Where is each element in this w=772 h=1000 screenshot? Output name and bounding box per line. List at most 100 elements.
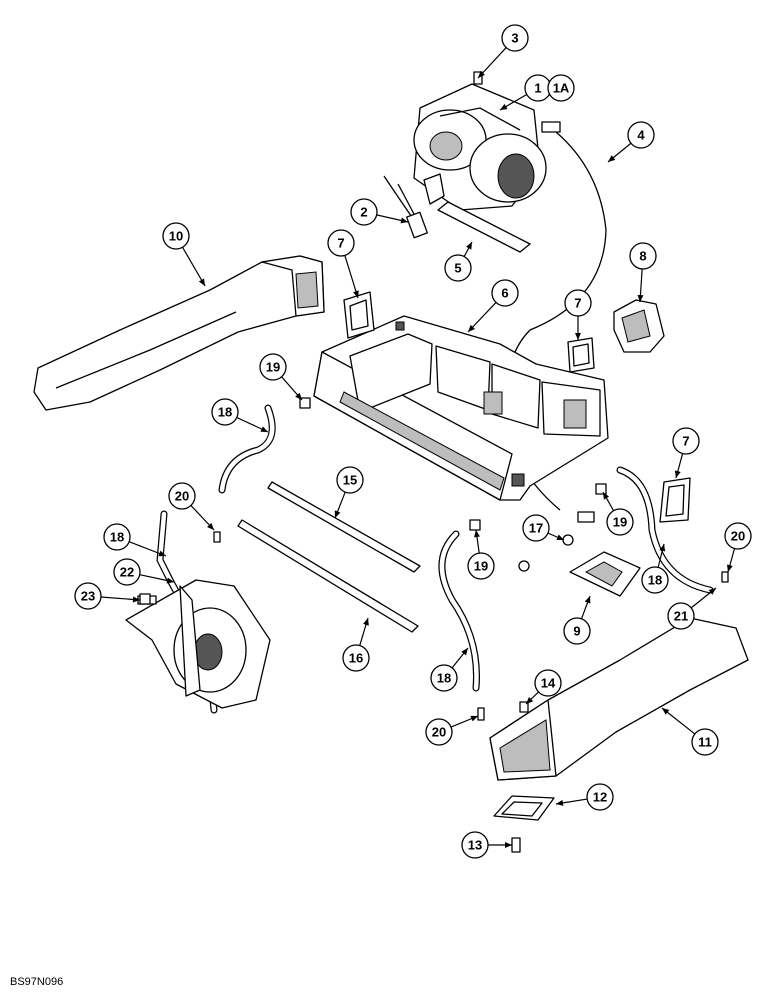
callout-label-c1: 1 — [534, 81, 541, 96]
gasket-right — [659, 477, 691, 523]
leader-arrow-c1 — [500, 103, 508, 110]
callout-label-c18a: 18 — [218, 405, 232, 420]
callout-bubble-c4 — [627, 121, 655, 149]
leader-arrow-c20b — [726, 564, 733, 572]
callout-label-c21: 21 — [674, 609, 688, 624]
leader-arrow-c8 — [637, 294, 644, 302]
callout-label-c16: 16 — [349, 651, 363, 666]
callout-bubble-c20a — [168, 482, 196, 510]
callout-label-c6: 6 — [501, 286, 508, 301]
callout-label-c1a: 1A — [553, 81, 570, 96]
leader-arrow-c6 — [468, 324, 475, 332]
leader-line-c10 — [182, 246, 206, 287]
leader-arrow-c21 — [708, 588, 716, 595]
leader-arrow-c7c — [674, 470, 681, 478]
callout-label-c19a: 19 — [266, 360, 280, 375]
callout-label-c2: 2 — [360, 205, 367, 220]
callout-label-c7b: 7 — [574, 296, 581, 311]
callout-bubble-c22 — [113, 558, 141, 586]
leader-arrow-c11 — [662, 708, 670, 715]
nut-17 — [518, 534, 574, 572]
callout-label-c19c: 19 — [474, 559, 488, 574]
callout-bubble-c9 — [563, 617, 591, 645]
leader-arrow-c18c — [659, 544, 666, 552]
leader-arrow-c18d — [461, 648, 468, 656]
screw-13 — [511, 837, 521, 853]
fitting-center — [469, 519, 481, 531]
callout-label-c18c: 18 — [648, 573, 662, 588]
callout-label-c20a: 20 — [175, 489, 189, 504]
callout-bubble-c13 — [461, 831, 489, 859]
hose-right — [616, 466, 714, 594]
leader-arrow-c20c — [470, 715, 478, 722]
callout-label-c11: 11 — [698, 735, 712, 750]
bolt-23 — [139, 593, 151, 605]
callout-label-c13: 13 — [468, 838, 482, 853]
leader-arrow-c7a — [353, 290, 359, 298]
leader-arrow-c13 — [505, 842, 512, 848]
figure-id: BS97N096 — [10, 976, 64, 988]
leader-arrow-c19a — [295, 392, 302, 400]
callout-bubble-c20c — [425, 718, 453, 746]
callout-bubble-c17 — [522, 514, 550, 542]
resistor-harness — [383, 173, 445, 239]
callout-label-c14: 14 — [541, 676, 556, 691]
outlet-grille — [493, 795, 555, 821]
callout-bubble-c8 — [629, 242, 657, 270]
left-duct — [33, 255, 325, 411]
callout-bubble-c18a — [211, 398, 239, 426]
deflector — [569, 551, 641, 597]
plug-left — [213, 531, 221, 543]
callout-bubble-c12 — [586, 783, 614, 811]
callout-bubble-c10 — [162, 222, 190, 250]
leader-arrow-c10 — [198, 278, 205, 286]
callout-label-c4: 4 — [637, 128, 645, 143]
leader-arrow-c22 — [166, 577, 174, 584]
leader-arrow-c20a — [207, 522, 214, 530]
callout-label-c18b: 18 — [110, 530, 124, 545]
heater-housing — [313, 315, 609, 501]
callout-bubble-c1a — [547, 74, 575, 102]
seal-strip-upper — [267, 481, 421, 573]
callout-bubble-c18c — [641, 566, 669, 594]
gasket-left — [343, 291, 375, 339]
callout-bubble-c19a — [259, 353, 287, 381]
gasket-middle — [567, 337, 595, 373]
leader-arrow-c4 — [608, 155, 616, 162]
callout-label-c20b: 20 — [731, 529, 745, 544]
callout-bubble-c2 — [350, 198, 378, 226]
leader-arrow-c15 — [334, 510, 341, 518]
callout-label-c7c: 7 — [682, 434, 689, 449]
callout-bubble-c18b — [103, 523, 131, 551]
callout-bubble-c15 — [336, 466, 364, 494]
callout-label-c7a: 7 — [337, 236, 344, 251]
leader-arrow-c23 — [132, 596, 140, 603]
leader-arrow-c12 — [556, 799, 564, 806]
callout-label-c9: 9 — [573, 624, 580, 639]
leader-arrow-c18b — [158, 550, 166, 557]
callout-label-c15: 15 — [343, 473, 357, 488]
callout-bubble-c20b — [724, 522, 752, 550]
leader-arrow-c16 — [363, 618, 369, 626]
callout-label-c8: 8 — [639, 249, 646, 264]
callout-label-c20c: 20 — [432, 725, 446, 740]
foam-strip — [437, 201, 531, 253]
leader-arrow-c17 — [556, 534, 564, 540]
seal-strip-lower — [237, 519, 419, 633]
leader-arrow-c14 — [526, 696, 534, 704]
callout-label-c17: 17 — [529, 521, 543, 536]
callout-label-c19b: 19 — [613, 515, 627, 530]
callout-label-c23: 23 — [81, 589, 95, 604]
callout-bubble-c19c — [467, 552, 495, 580]
leader-arrow-c9 — [584, 596, 591, 604]
right-duct — [489, 617, 749, 781]
callout-bubble-c23 — [74, 582, 102, 610]
callout-bubble-c16 — [342, 644, 370, 672]
callout-bubble-c14 — [534, 669, 562, 697]
leader-arrow-c3 — [478, 70, 485, 78]
callout-bubble-c18d — [430, 664, 458, 692]
leader-arrow-c18a — [260, 426, 268, 432]
callout-label-c12: 12 — [593, 790, 607, 805]
callout-bubble-c7c — [672, 427, 700, 455]
